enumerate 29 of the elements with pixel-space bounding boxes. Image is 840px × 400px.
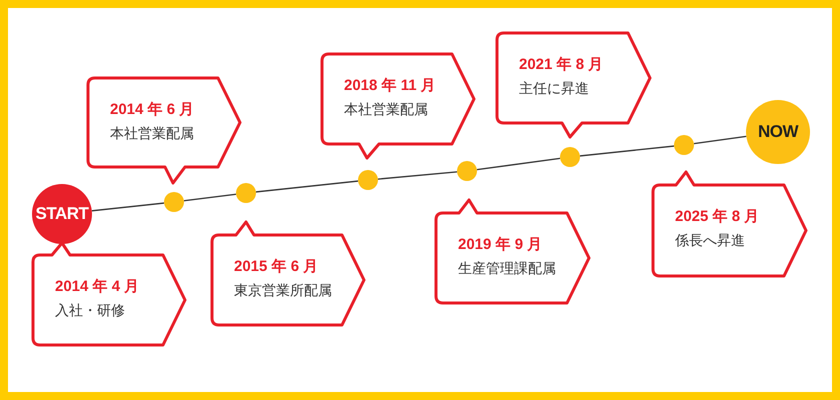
event-label: 本社営業配属 [344,101,428,119]
event-label: 主任に昇進 [519,80,589,98]
date-label: 2021 年 8 月 [519,55,604,74]
timeline-dot [457,161,477,181]
date-label: 2014 年 4 月 [55,277,140,296]
timeline-dot [164,192,184,212]
timeline-dot [358,170,378,190]
date-label: 2018 年 11 月 [344,76,436,95]
date-label: 2025 年 8 月 [675,207,760,226]
event-label: 係長へ昇進 [675,232,745,250]
timeline-line [580,145,674,157]
timeline-line [476,158,560,170]
timeline-dot [560,147,580,167]
timeline-line [256,180,358,193]
date-label: 2015 年 6 月 [234,257,318,276]
timeline-line [694,136,746,144]
milestone-label: NOW [758,122,798,142]
date-label: 2014 年 6 月 [110,100,194,119]
event-label: 生産管理課配属 [458,260,556,278]
milestone-label: START [36,204,88,224]
timeline-dot [674,135,694,155]
timeline-line [184,194,236,202]
event-label: 東京営業所配属 [234,282,332,300]
timeline-line [378,171,458,180]
timeline-dot [236,183,256,203]
event-label: 本社営業配属 [110,125,194,143]
timeline-line [92,202,164,212]
event-label: 入社・研修 [55,302,125,320]
date-label: 2019 年 9 月 [458,235,542,254]
